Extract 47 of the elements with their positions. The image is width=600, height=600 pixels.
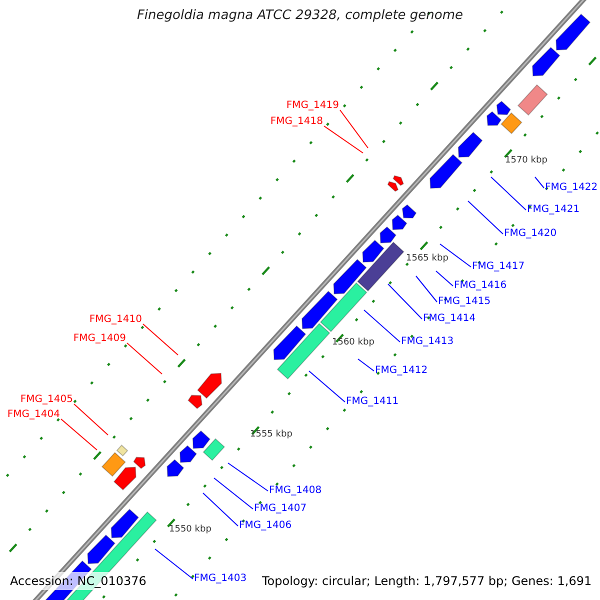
leader-line (228, 462, 268, 492)
leader-line (490, 176, 526, 210)
gene-label: FMG_1413 (401, 337, 454, 347)
genome-info-text: Topology: circular; Length: 1,797,577 bp; Genes: 1,691 (262, 575, 592, 587)
leader-line (74, 404, 108, 436)
gene-label: FMG_1408 (269, 486, 322, 496)
leader-line (416, 276, 438, 302)
leader-line (340, 110, 368, 148)
gene-label: FMG_1404 (7, 410, 60, 420)
scale-label: 1555 kbp (250, 430, 292, 440)
gene-label: FMG_1403 (194, 574, 247, 584)
gene-label: FMG_1409 (73, 334, 126, 344)
gene-label: FMG_1417 (472, 262, 525, 272)
gene-label: FMG_1407 (254, 504, 307, 514)
leader-line (126, 342, 162, 374)
gene-label: FMG_1415 (438, 297, 491, 307)
leader-line (534, 176, 544, 188)
leader-line (60, 418, 98, 450)
leader-line (202, 492, 238, 526)
gene-label: FMG_1416 (454, 281, 507, 291)
title: Finegoldia magna ATCC 29328, complete genome (136, 9, 464, 22)
leader-line (358, 358, 374, 372)
leader-line (214, 478, 254, 510)
leader-line (308, 370, 346, 402)
leader-line (440, 244, 472, 268)
gene-label: FMG_1421 (527, 205, 580, 215)
scale-label: 1560 kbp (332, 338, 374, 348)
gene-label: FMG_1422 (545, 183, 598, 193)
gene-label: FMG_1410 (89, 315, 142, 325)
scale-label: 1570 kbp (505, 156, 548, 166)
gene-label: FMG_1412 (375, 366, 428, 376)
gene-label: FMG_1419 (286, 101, 339, 111)
scale-label: 1565 kbp (406, 254, 448, 264)
leader-line (436, 270, 454, 286)
scale-label: 1550 kbp (169, 526, 212, 534)
leader-line (324, 126, 364, 154)
leader-line (154, 548, 194, 580)
gene-label: FMG_1418 (270, 117, 323, 127)
gene-label: FMG_1420 (504, 229, 557, 239)
gene-label: FMG_1414 (423, 314, 476, 324)
gene-label: FMG_1411 (346, 397, 399, 407)
leader-line (364, 310, 400, 342)
gene-label: FMG_1405 (20, 395, 73, 405)
leader-line (388, 284, 422, 320)
leader-line (468, 200, 504, 234)
gene-label: FMG_1406 (239, 521, 292, 531)
leader-line (142, 324, 178, 356)
